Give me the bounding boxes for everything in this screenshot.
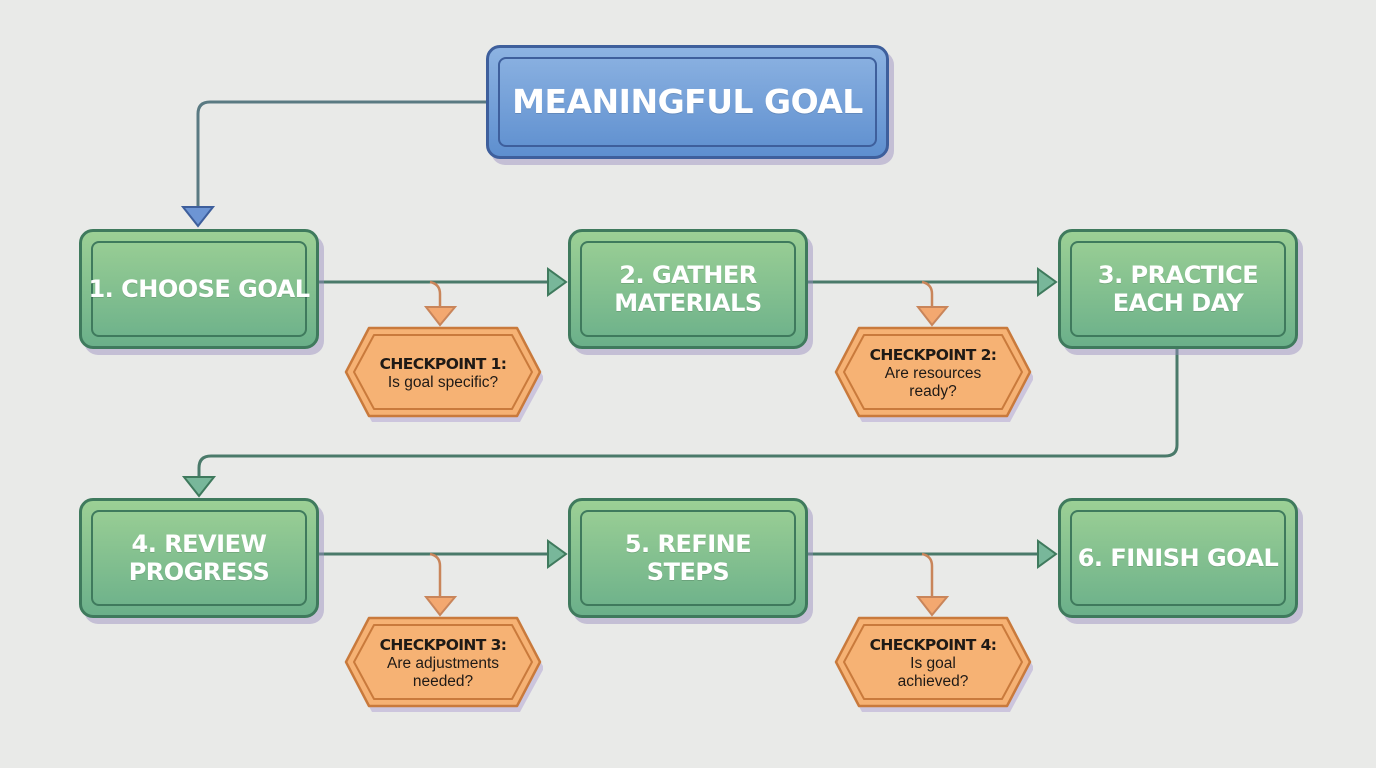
step-node-1: 1. CHOOSE GOAL: [79, 229, 319, 349]
step-label: 1. CHOOSE GOAL: [88, 274, 310, 303]
arrowhead-to-step4: [181, 476, 217, 498]
branch-checkpoint3: [429, 552, 442, 600]
checkpoint-1: CHECKPOINT 1: Is goal specific?: [343, 326, 543, 422]
arrowhead-to-step2: [547, 267, 568, 297]
step-inner-border: [1070, 241, 1286, 337]
checkpoint-title: CHECKPOINT 3:: [379, 636, 507, 655]
hexagon-shape: [344, 616, 543, 712]
hexagon-shape: [344, 326, 543, 422]
step-label: 6. FINISH GOAL: [1077, 543, 1279, 572]
checkpoint-title: CHECKPOINT 4:: [869, 636, 997, 655]
checkpoint-3: CHECKPOINT 3: Are adjustments needed?: [343, 616, 543, 712]
goal-label: MEANINGFUL GOAL: [512, 81, 863, 121]
checkpoint-question: Are adjustments needed?: [387, 654, 499, 691]
step-inner-border: [1070, 510, 1286, 606]
step-inner-border: [91, 241, 307, 337]
step-inner-border: [580, 510, 796, 606]
step-label: 2. GATHER MATERIALS: [614, 260, 762, 317]
arrowhead-to-step6: [1037, 539, 1058, 569]
step-node-5: 5. REFINE STEPS: [568, 498, 808, 618]
arrowhead-to-step3: [1037, 267, 1058, 297]
hexagon-shape: [834, 326, 1033, 422]
arrowhead-to-step1: [180, 206, 216, 228]
arrowhead-to-checkpoint1: [423, 306, 458, 327]
step-node-2: 2. GATHER MATERIALS: [568, 229, 808, 349]
checkpoint-2: CHECKPOINT 2: Are resources ready?: [833, 326, 1033, 422]
step-label: 3. PRACTICE EACH DAY: [1097, 260, 1259, 317]
arrowhead-to-checkpoint2: [915, 306, 950, 327]
arrowhead-to-step5: [547, 539, 568, 569]
step-inner-border: [91, 510, 307, 606]
arrowhead-to-checkpoint3: [423, 596, 458, 617]
step-node-3: 3. PRACTICE EACH DAY: [1058, 229, 1298, 349]
checkpoint-question: Is goal specific?: [387, 374, 499, 391]
checkpoint-question: Are resources ready?: [884, 364, 982, 401]
branch-checkpoint1: [429, 280, 442, 310]
branch-checkpoint4: [921, 552, 934, 600]
hexagon-shape: [834, 616, 1033, 712]
step-inner-border: [580, 241, 796, 337]
goal-node: MEANINGFUL GOAL: [486, 45, 889, 159]
checkpoint-4: CHECKPOINT 4: Is goal achieved?: [833, 616, 1033, 712]
arrowhead-to-checkpoint4: [915, 596, 950, 617]
step-node-4: 4. REVIEW PROGRESS: [79, 498, 319, 618]
connector-step3-to-step4: [197, 348, 1179, 482]
checkpoint-title: CHECKPOINT 2:: [869, 346, 997, 365]
checkpoint-question: Is goal achieved?: [897, 654, 969, 691]
connector-goal-to-step1: [196, 100, 486, 212]
step-label: 5. REFINE STEPS: [624, 529, 752, 586]
goal-node-inner-border: [498, 57, 877, 147]
step-node-6: 6. FINISH GOAL: [1058, 498, 1298, 618]
step-label: 4. REVIEW PROGRESS: [128, 529, 270, 586]
checkpoint-title: CHECKPOINT 1:: [379, 355, 507, 374]
branch-checkpoint2: [921, 280, 934, 310]
